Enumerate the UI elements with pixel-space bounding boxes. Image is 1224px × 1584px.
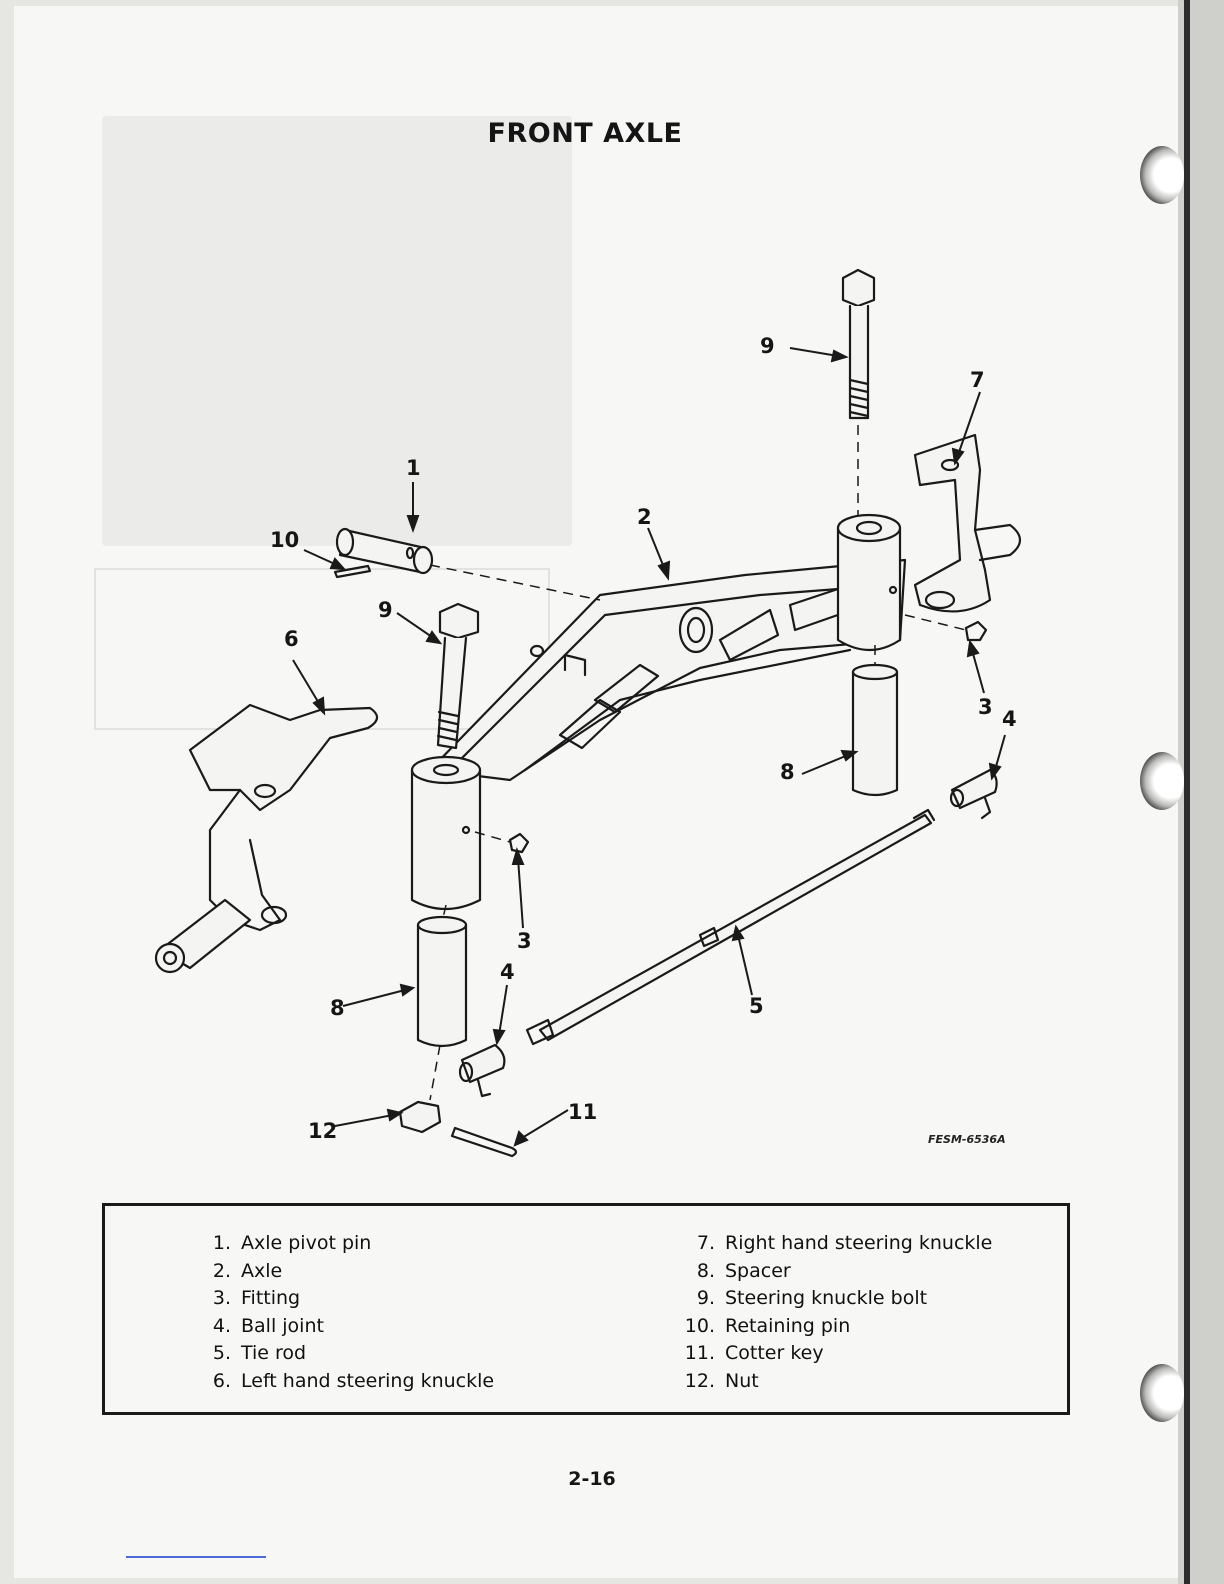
callout-8-right: 8 bbox=[780, 760, 795, 784]
callout-3-right: 3 bbox=[978, 695, 993, 719]
left-ball-joint-part bbox=[460, 1045, 504, 1096]
legend-column-left: 1.Axle pivot pin 2.Axle 3.Fitting 4.Ball… bbox=[183, 1230, 494, 1395]
legend-item: 2.Axle bbox=[183, 1258, 494, 1286]
axle-part bbox=[412, 515, 905, 909]
callout-10: 10 bbox=[270, 528, 299, 552]
callout-3-left: 3 bbox=[517, 929, 532, 953]
callout-4-left: 4 bbox=[500, 960, 515, 984]
parts-legend: 1.Axle pivot pin 2.Axle 3.Fitting 4.Ball… bbox=[102, 1203, 1070, 1415]
tie-rod-part bbox=[527, 810, 934, 1044]
nut-part bbox=[400, 1102, 440, 1132]
left-fitting-part bbox=[510, 834, 528, 852]
right-knuckle-part bbox=[915, 435, 1020, 611]
callout-6: 6 bbox=[284, 627, 299, 651]
right-bolt-part bbox=[843, 270, 874, 418]
callout-2: 2 bbox=[637, 505, 652, 529]
legend-item: 7.Right hand steering knuckle bbox=[667, 1230, 992, 1258]
left-knuckle-part bbox=[156, 705, 377, 972]
callout-11: 11 bbox=[568, 1100, 597, 1124]
legend-item: 9.Steering knuckle bolt bbox=[667, 1285, 992, 1313]
callout-9-right: 9 bbox=[760, 334, 775, 358]
link-underline bbox=[126, 1556, 266, 1558]
legend-item: 11.Cotter key bbox=[667, 1340, 992, 1368]
leader-lines bbox=[293, 348, 1005, 1145]
legend-item: 3.Fitting bbox=[183, 1285, 494, 1313]
callout-9-left: 9 bbox=[378, 598, 393, 622]
callout-1: 1 bbox=[406, 456, 421, 480]
legend-item: 12.Nut bbox=[667, 1368, 992, 1396]
right-spacer-part bbox=[853, 665, 897, 795]
pivot-pin-part bbox=[337, 529, 432, 573]
left-spacer-part bbox=[418, 917, 466, 1046]
callout-4-right: 4 bbox=[1002, 707, 1017, 731]
cotter-key-part bbox=[452, 1128, 516, 1156]
legend-item: 5.Tie rod bbox=[183, 1340, 494, 1368]
right-fitting-part bbox=[966, 622, 986, 640]
legend-item: 4.Ball joint bbox=[183, 1313, 494, 1341]
callout-5: 5 bbox=[749, 994, 764, 1018]
callout-12: 12 bbox=[308, 1119, 337, 1143]
figure-code: FESM-6536A bbox=[928, 1133, 1006, 1146]
legend-item: 8.Spacer bbox=[667, 1258, 992, 1286]
page-number: 2-16 bbox=[0, 1468, 1184, 1490]
callout-7: 7 bbox=[970, 368, 985, 392]
right-ball-joint-part bbox=[951, 770, 997, 818]
callout-8-left: 8 bbox=[330, 996, 345, 1020]
legend-column-right: 7.Right hand steering knuckle 8.Spacer 9… bbox=[667, 1230, 992, 1395]
legend-item: 1.Axle pivot pin bbox=[183, 1230, 494, 1258]
legend-item: 6.Left hand steering knuckle bbox=[183, 1368, 494, 1396]
legend-item: 10.Retaining pin bbox=[667, 1313, 992, 1341]
